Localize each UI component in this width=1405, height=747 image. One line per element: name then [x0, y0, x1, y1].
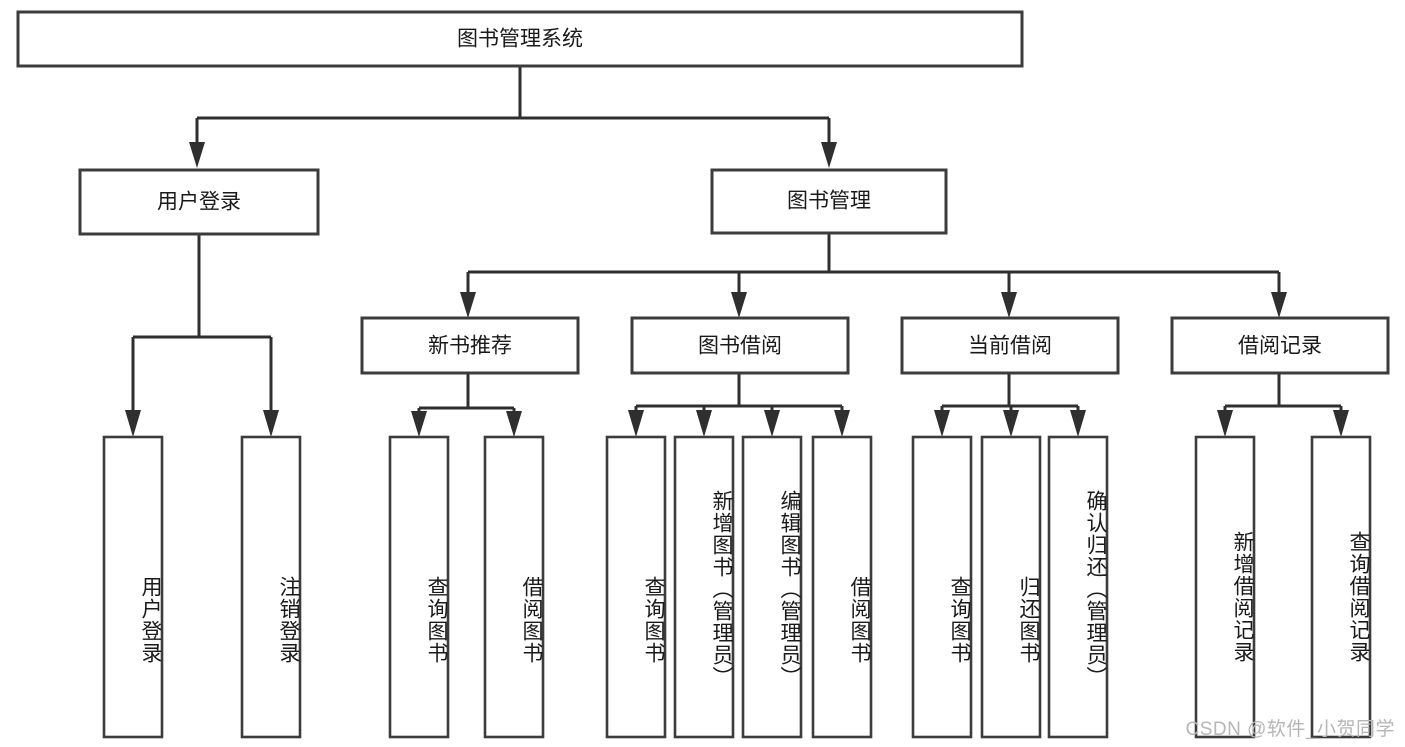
node-book-borrow-label: 图书借阅	[698, 335, 782, 358]
leaf-box-user-login[interactable]	[102, 435, 164, 739]
node-borrow-record-label: 借阅记录	[1238, 335, 1322, 358]
leaf-box-add-book[interactable]	[673, 435, 735, 739]
leaf-box-query-book-b[interactable]	[605, 435, 667, 739]
connector-bookborrow-to-leaves	[628, 373, 850, 437]
watermark-text: CSDN @软件_小贺同学	[1185, 719, 1395, 740]
connector-bookmgmt-to-level2	[460, 233, 1287, 318]
node-new-book-recommend-label: 新书推荐	[428, 335, 512, 358]
leaf-box-logout[interactable]	[240, 435, 302, 739]
leaf-box-return-book[interactable]	[980, 435, 1042, 739]
node-root-label: 图书管理系统	[457, 28, 583, 51]
connector-newbook-to-leaves	[411, 373, 522, 437]
node-book-borrow[interactable]: 图书借阅	[630, 316, 850, 375]
leaf-box-confirm-return[interactable]	[1047, 435, 1109, 739]
node-root[interactable]: 图书管理系统	[16, 10, 1024, 68]
leaf-box-borrow-book-b[interactable]	[811, 435, 873, 739]
node-user-login-label: 用户登录	[157, 191, 241, 214]
leaf-box-group	[102, 435, 1372, 739]
connector-currentborrow-to-leaves	[934, 373, 1086, 437]
connector-borrowrecord-to-leaves	[1217, 373, 1349, 437]
leaf-box-add-record[interactable]	[1194, 435, 1256, 739]
node-borrow-record[interactable]: 借阅记录	[1170, 316, 1390, 375]
node-new-book-recommend[interactable]: 新书推荐	[360, 316, 580, 375]
connector-userlogin-to-leaves	[125, 235, 279, 437]
node-current-borrow-label: 当前借阅	[968, 335, 1052, 358]
node-current-borrow[interactable]: 当前借阅	[900, 316, 1120, 375]
leaf-box-borrow-book-a[interactable]	[483, 435, 545, 739]
leaf-box-edit-book[interactable]	[741, 435, 803, 739]
leaf-box-query-book-c[interactable]	[911, 435, 973, 739]
node-book-management[interactable]: 图书管理	[710, 168, 948, 235]
node-user-login[interactable]: 用户登录	[78, 168, 320, 236]
leaf-box-query-book-a[interactable]	[388, 435, 450, 739]
connector-root-to-level1	[189, 66, 837, 168]
leaf-box-query-record[interactable]	[1310, 435, 1372, 739]
node-book-management-label: 图书管理	[787, 190, 871, 213]
